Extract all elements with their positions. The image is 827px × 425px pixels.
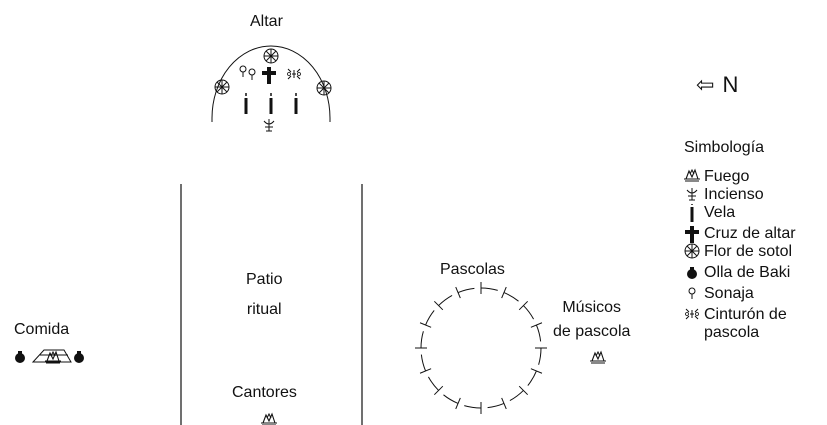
sotol-flower-icon <box>316 80 332 96</box>
pascola-dancer-mark <box>420 331 424 349</box>
legend-item: Sonaja <box>684 285 814 303</box>
pascola-dancer-tick <box>433 385 444 396</box>
pascola-dancer-tick <box>419 368 432 374</box>
pascola-dancer-tick <box>501 286 507 299</box>
north-indicator: ⇦ N <box>696 72 738 98</box>
incense-icon <box>686 187 698 201</box>
pascola-dancer-tick <box>433 300 444 311</box>
pascola-dancer-tick <box>419 322 432 328</box>
altar-arch <box>211 45 331 122</box>
legend-item: Cinturón de pascola <box>684 306 814 342</box>
legend-item: Olla de Baki <box>684 264 814 282</box>
pascola-dancer-tick <box>501 397 507 410</box>
north-label: N <box>722 72 739 97</box>
pascola-dancer-mark <box>427 376 439 391</box>
pascola-dancer-mark <box>420 354 427 372</box>
incense-icon <box>263 118 275 132</box>
rattle-icon <box>239 65 247 78</box>
legend-item: Incienso <box>684 186 814 204</box>
candle-icon <box>689 204 695 222</box>
legend-item: Fuego <box>684 168 814 186</box>
pascola-dancer-tick <box>530 368 543 374</box>
rattle-icon <box>688 287 696 300</box>
pascola-dancer-mark <box>425 310 435 326</box>
pascola-dancer-mark <box>527 370 537 386</box>
pascola-dancer-tick <box>530 322 543 328</box>
pascola-dancer-mark <box>538 347 542 365</box>
legend-item: Cruz de altar <box>684 225 814 243</box>
pascola-dancer-tick <box>455 397 461 410</box>
legend-title: Simbología <box>684 139 765 156</box>
legend: Simbología Fuego Incienso Vela Cruz de a… <box>684 138 814 342</box>
pascola-dancer-tick <box>518 385 529 396</box>
belt-icon <box>287 68 301 80</box>
pascola-dancer-mark <box>457 287 475 294</box>
north-arrow-icon: ⇦ <box>696 72 715 97</box>
legend-item: Vela <box>684 204 814 222</box>
pascola-dancer-mark <box>480 287 498 291</box>
candle-icon <box>243 92 249 115</box>
pascola-dancer-mark <box>464 405 482 409</box>
sotol-flower-icon <box>263 48 279 64</box>
pascola-dancer-mark <box>443 394 459 404</box>
rattle-icon <box>248 68 256 81</box>
comida-label: Comida <box>14 321 70 338</box>
pascola-dancer-mark <box>523 305 535 320</box>
pascola-dancer-tick <box>518 300 529 311</box>
musicos-label: Músicos de pascola <box>553 299 631 340</box>
cantores-label: Cantores <box>232 384 297 401</box>
patio-label: Patio ritual <box>246 271 283 318</box>
cross-icon <box>262 67 276 84</box>
pascola-dancer-mark <box>487 402 505 409</box>
pascola-dancer-mark <box>438 294 453 306</box>
pascola-dancer-mark <box>503 292 519 302</box>
pascola-dancer-mark <box>535 324 542 342</box>
comida-group <box>15 349 84 364</box>
sotol-flower-icon <box>214 79 230 95</box>
pascola-dancer-mark <box>509 390 524 402</box>
candle-icon <box>293 92 299 115</box>
legend-item: Flor de sotol <box>684 243 814 261</box>
pascola-dancer-tick <box>455 286 461 299</box>
altar-label: Altar <box>250 13 283 30</box>
fire-icon <box>589 351 607 364</box>
fire-icon <box>44 351 62 364</box>
belt-icon <box>685 308 699 320</box>
fire-icon <box>684 169 700 182</box>
candle-icon <box>268 92 274 115</box>
olla-icon <box>15 351 25 363</box>
cross-icon <box>685 226 699 243</box>
fire-icon <box>260 413 278 425</box>
sotol-flower-icon <box>684 243 700 259</box>
pascolas-label: Pascolas <box>440 261 505 278</box>
olla-icon <box>74 351 84 363</box>
olla-icon <box>687 267 697 279</box>
pascolas-circle <box>415 282 547 414</box>
